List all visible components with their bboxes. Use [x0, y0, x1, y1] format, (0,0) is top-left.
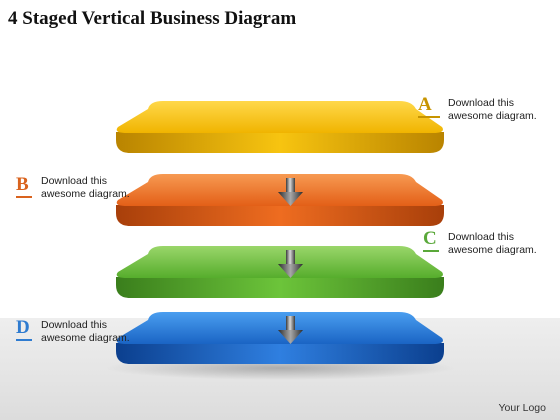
page-title: 4 Staged Vertical Business Diagram [8, 8, 297, 29]
stage-c-underline [423, 250, 439, 252]
stage-d-description: Download this awesome diagram. [41, 319, 130, 344]
layer-c-green [116, 246, 444, 298]
connector-b-c [278, 250, 303, 278]
stage-a-letter: A [418, 94, 432, 115]
stage-d-letter: D [16, 317, 30, 338]
connector-a-b [278, 178, 303, 206]
stage-a-underline [418, 116, 440, 118]
stage-b-description: Download this awesome diagram. [41, 175, 130, 200]
connector-c-d [278, 316, 303, 344]
logo-placeholder: Your Logo [498, 402, 547, 414]
stage-b-underline [16, 196, 32, 198]
stage-b-letter: B [16, 174, 29, 195]
stage-c-letter: C [423, 228, 437, 249]
stage-a-description: Download this awesome diagram. [448, 97, 537, 122]
layer-a-yellow [116, 101, 444, 153]
layer-b-orange [116, 174, 444, 226]
stage-c-description: Download this awesome diagram. [448, 231, 537, 256]
stage-d-underline [16, 339, 32, 341]
layer-d-blue [116, 312, 444, 364]
